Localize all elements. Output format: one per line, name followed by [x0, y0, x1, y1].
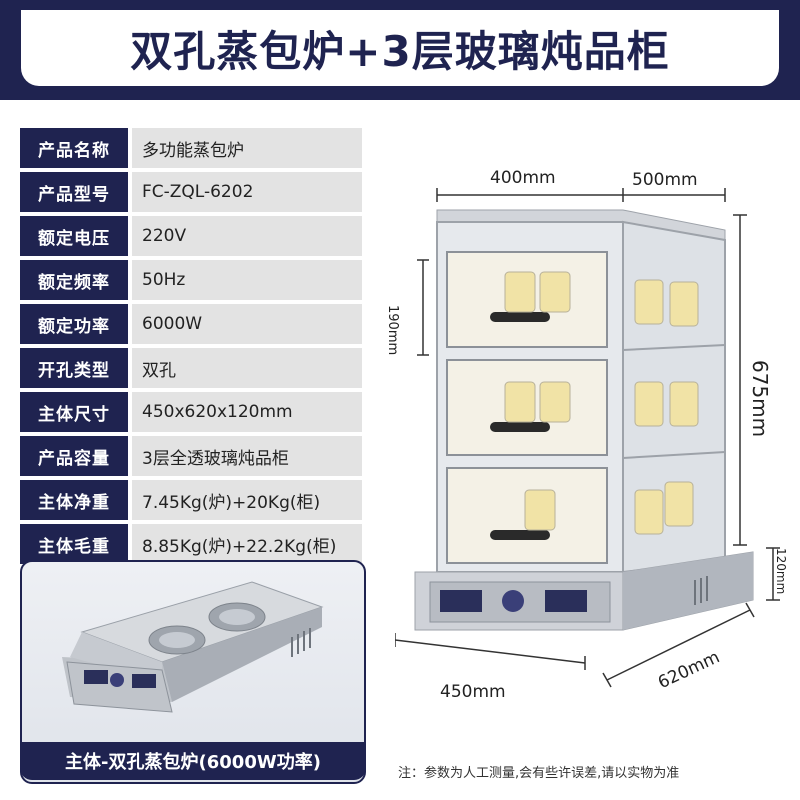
cabinet-height-label: 675mm [748, 360, 772, 438]
spec-value: 8.85Kg(炉)+22.2Kg(柜) [132, 524, 362, 564]
spec-label: 产品容量 [20, 436, 128, 476]
spec-value: 450x620x120mm [132, 392, 362, 432]
spec-value: 双孔 [132, 348, 362, 388]
spec-value: 6000W [132, 304, 362, 344]
spec-label: 主体净重 [20, 480, 128, 520]
disclaimer-note: 注：参数为人工测量,会有些许误差,请以实物为准 [398, 766, 680, 781]
header-band: 双孔蒸包炉+3层玻璃炖品柜 [0, 0, 800, 100]
steamer-illustration [62, 581, 324, 713]
spec-label: 主体毛重 [20, 524, 128, 564]
spec-label: 主体尺寸 [20, 392, 128, 432]
top-depth-label: 500mm [632, 170, 698, 190]
spec-label: 产品名称 [20, 128, 128, 168]
layer-height-label: 190mm [385, 305, 400, 356]
spec-label: 开孔类型 [20, 348, 128, 388]
spec-label: 额定功率 [20, 304, 128, 344]
spec-value: 3层全透玻璃炖品柜 [132, 436, 362, 476]
spec-value: 50Hz [132, 260, 362, 300]
steamer-product-panel [20, 560, 366, 784]
base-width-label: 450mm [440, 682, 506, 702]
spec-label: 额定频率 [20, 260, 128, 300]
spec-value: FC-ZQL-6202 [132, 172, 362, 212]
spec-label: 产品型号 [20, 172, 128, 212]
spec-row: 开孔类型双孔 [20, 348, 362, 388]
top-width-label: 400mm [490, 168, 556, 188]
base-height-label: 120mm [774, 548, 788, 595]
spec-row: 产品名称多功能蒸包炉 [20, 128, 362, 168]
spec-label: 额定电压 [20, 216, 128, 256]
spec-value: 多功能蒸包炉 [132, 128, 362, 168]
spec-value: 220V [132, 216, 362, 256]
page-title: 双孔蒸包炉+3层玻璃炖品柜 [130, 27, 670, 76]
spec-value: 7.45Kg(炉)+20Kg(柜) [132, 480, 362, 520]
product-caption: 主体-双孔蒸包炉(6000W功率) [20, 742, 366, 780]
header-title-panel [21, 10, 779, 86]
cabinet-illustration [395, 188, 780, 688]
